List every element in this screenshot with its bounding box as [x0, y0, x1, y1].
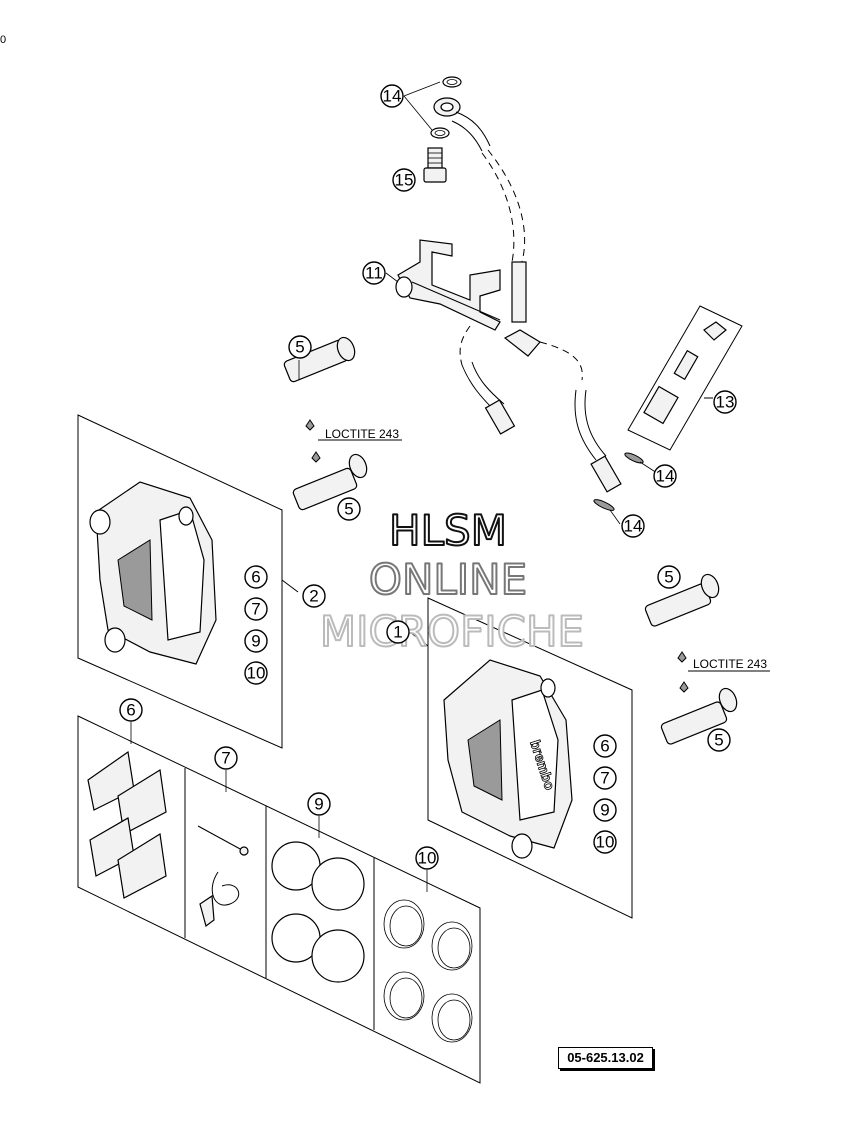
svg-text:1: 1: [393, 623, 402, 642]
callout-5-top-right: 5: [657, 565, 681, 589]
callout-7-right: 7: [593, 766, 617, 790]
callout-6-bottom: 6: [119, 698, 143, 722]
brake-line-assembly: [395, 76, 622, 493]
washer-top: [442, 76, 462, 88]
callout-15: 15: [392, 168, 416, 192]
banjo-bolt: [423, 147, 447, 183]
svg-text:14: 14: [383, 87, 402, 106]
bleeder-kit-panel: [627, 305, 743, 451]
callout-2: 2: [302, 584, 326, 608]
right-caliper-panel: brembo: [409, 597, 633, 919]
seal-ring-mid: [624, 452, 644, 464]
watermark-line3: MICROFICHE: [320, 607, 584, 656]
piston-seals: [383, 899, 473, 1043]
left-caliper-panel: [77, 414, 299, 749]
callout-14-low: 14: [621, 514, 645, 538]
svg-text:9: 9: [600, 801, 609, 820]
hose-bracket: [395, 239, 501, 331]
caliper-bolt-upper-right: [644, 573, 720, 627]
diagram-reference-number: 05-625.13.02: [558, 1047, 653, 1069]
loctite-note-right: LOCTITE 243: [693, 657, 767, 671]
leader-lines: [130, 81, 661, 892]
callout-5-bottom-right: 5: [707, 728, 731, 752]
svg-text:14: 14: [624, 517, 643, 536]
callout-13: 13: [713, 390, 737, 414]
spare-parts-kit-panels: [77, 715, 481, 1084]
svg-text:9: 9: [251, 632, 260, 651]
corner-mark: 0: [0, 34, 7, 46]
left-caliper-body: [89, 481, 217, 665]
svg-text:14: 14: [656, 467, 675, 486]
callout-7-left: 7: [244, 597, 268, 621]
callout-5-top-left: 5: [288, 335, 312, 359]
callout-6-right: 6: [593, 734, 617, 758]
callout-9-left: 9: [244, 629, 268, 653]
callout-10-bottom: 10: [415, 846, 439, 870]
svg-text:9: 9: [314, 795, 323, 814]
callout-6-left: 6: [244, 565, 268, 589]
pin-kit: [197, 825, 249, 928]
svg-text:2: 2: [309, 587, 318, 606]
svg-text:10: 10: [418, 849, 437, 868]
callout-14-top: 14: [380, 84, 404, 108]
callout-10-left: 10: [244, 661, 268, 685]
caliper-bolt-lower-right: [660, 687, 738, 745]
callout-7-bottom: 7: [214, 746, 238, 770]
watermark-line2: ONLINE: [369, 555, 527, 604]
brake-pads: [87, 750, 167, 899]
callout-10-right: 10: [593, 830, 617, 854]
watermark: HLSM ONLINE MICROFICHE: [319, 505, 585, 657]
pistons: [271, 841, 365, 983]
caliper-bolt-mid-left: [292, 453, 368, 511]
callout-14-mid: 14: [653, 464, 677, 488]
svg-text:10: 10: [596, 833, 615, 852]
svg-text:5: 5: [714, 731, 723, 750]
washer-lower: [430, 127, 450, 139]
svg-text:10: 10: [247, 664, 266, 683]
callout-1: 1: [386, 620, 410, 644]
svg-text:15: 15: [395, 171, 414, 190]
svg-text:11: 11: [365, 264, 383, 283]
seal-ring-low: [593, 499, 615, 511]
svg-text:6: 6: [126, 701, 135, 720]
svg-text:5: 5: [295, 338, 304, 357]
svg-text:6: 6: [600, 737, 609, 756]
callout-9-right: 9: [593, 798, 617, 822]
loctite-note-left: LOCTITE 243: [325, 427, 399, 441]
svg-text:7: 7: [251, 600, 260, 619]
svg-text:6: 6: [251, 568, 260, 587]
right-caliper-body: brembo: [443, 659, 573, 859]
svg-text:13: 13: [716, 393, 735, 412]
caliper-bolt-upper-left: [283, 336, 356, 383]
svg-text:5: 5: [344, 500, 353, 519]
callout-11: 11: [362, 261, 386, 285]
svg-text:7: 7: [221, 749, 230, 768]
callout-5-mid-left: 5: [337, 497, 361, 521]
svg-text:7: 7: [600, 769, 609, 788]
callout-9-bottom: 9: [307, 792, 331, 816]
svg-text:5: 5: [664, 568, 673, 587]
watermark-line1: HLSM: [389, 506, 507, 555]
